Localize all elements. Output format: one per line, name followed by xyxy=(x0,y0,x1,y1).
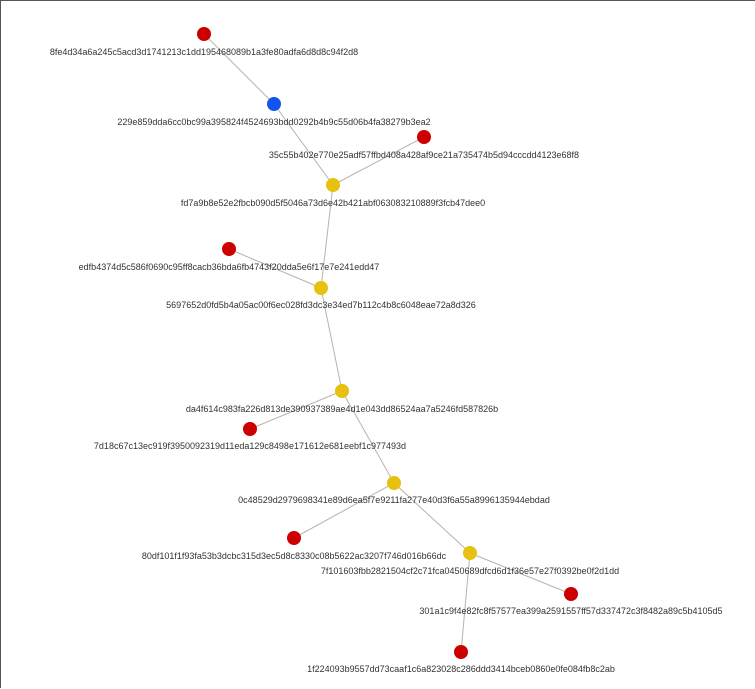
edge-n5-n6 xyxy=(228,248,322,289)
node-label: 1f224093b9557dd73caaf1c6a823028c286ddd34… xyxy=(307,664,615,674)
graph-node-red[interactable] xyxy=(287,531,301,545)
node-label: 7d18c67c13ec919f3950092319d11eda129c8498… xyxy=(94,441,406,451)
edge-n1-n2 xyxy=(203,33,275,105)
graph-node-red[interactable] xyxy=(197,27,211,41)
node-label: da4f614c983fa226d813de390937389ae4d1e043… xyxy=(186,404,498,414)
graph-node-red[interactable] xyxy=(417,130,431,144)
edge-n4-n6 xyxy=(320,184,334,289)
edge-layer xyxy=(203,33,572,653)
node-label: 229e859dda6cc0bc99a395824f4524693bdd0292… xyxy=(117,117,430,127)
edge-n3-n4 xyxy=(332,136,425,186)
node-label: 301a1c9f4e82fc8f57577ea399a2591557ff57d3… xyxy=(419,606,722,616)
node-label: 5697652d0fd5b4a05ac00f6ec028fd3dc3e34ed7… xyxy=(166,300,476,310)
edge-n7-n8 xyxy=(249,390,343,430)
node-label: edfb4374d5c586f0690c95ff8cacb36bda6fb474… xyxy=(79,262,380,272)
node-label: 80df101f1f93fa53b3dcbc315d3ec5d8c8330c08… xyxy=(142,551,447,561)
edge-n9-n11 xyxy=(393,482,471,554)
label-layer: 8fe4d34a6a245c5acd3d1741213c1dd195468089… xyxy=(50,47,723,674)
graph-node-red[interactable] xyxy=(222,242,236,256)
node-label: 7f101603fbb2821504cf2c71fca0450689dfcd6d… xyxy=(321,566,619,576)
edge-n11-n13 xyxy=(460,552,471,653)
graph-node-red[interactable] xyxy=(454,645,468,659)
node-label: 35c55b402e770e25adf57ffbd408a428af9ce21a… xyxy=(269,150,579,160)
node-label: fd7a9b8e52e2fbcb090d5f5046a73d6e42b421ab… xyxy=(181,198,485,208)
graph-node-yellow[interactable] xyxy=(387,476,401,490)
node-label: 8fe4d34a6a245c5acd3d1741213c1dd195468089… xyxy=(50,47,358,57)
graph-node-yellow[interactable] xyxy=(463,546,477,560)
graph-node-yellow[interactable] xyxy=(335,384,349,398)
graph-node-blue[interactable] xyxy=(267,97,281,111)
edge-n2-n4 xyxy=(273,103,334,186)
graph-node-yellow[interactable] xyxy=(326,178,340,192)
graph-node-red[interactable] xyxy=(243,422,257,436)
node-label: 0c48529d2979698341e89d6ea5f7e9211fa277e4… xyxy=(238,495,550,505)
edge-n9-n10 xyxy=(293,482,395,539)
graph-node-red[interactable] xyxy=(564,587,578,601)
graph-node-yellow[interactable] xyxy=(314,281,328,295)
node-layer xyxy=(197,27,578,659)
edge-n7-n9 xyxy=(341,390,395,484)
edge-n11-n12 xyxy=(469,552,572,595)
edge-n6-n7 xyxy=(320,287,343,392)
